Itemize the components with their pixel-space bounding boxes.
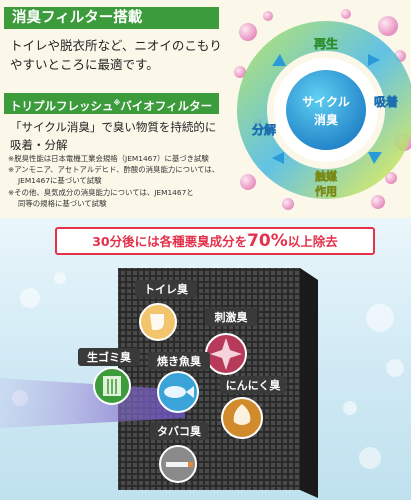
removal-headline: 30分後には各種悪臭成分を70%以上除去 xyxy=(55,227,375,255)
cycle-step-regen: 再生 xyxy=(314,36,338,51)
cycle-step-catalyst-1: 触媒 xyxy=(314,169,338,183)
filter-illustration: トイレ臭 刺激臭 生ゴミ臭 焼き魚臭 に xyxy=(0,268,404,498)
cycle-center-label-2: 消臭 xyxy=(314,112,338,127)
cycle-deodorizing-text: 「サイクル消臭」で臭い物質を持続的に 吸着・分解 xyxy=(10,118,225,154)
odor-label-box xyxy=(135,280,197,298)
cycle-step-decompose: 分解 xyxy=(252,122,276,137)
deodorizing-filter-banner: 消臭フィルター搭載 xyxy=(4,7,219,29)
odor-garbage: 生ゴミ臭 xyxy=(78,348,140,405)
footnote-1: ※脱臭性能は日本電機工業会規格（JEM1467）に基づき試験 xyxy=(8,154,209,163)
odor-airflow-beam xyxy=(0,378,185,428)
cycle-ring xyxy=(237,21,411,199)
odor-label-garbage: 生ゴミ臭 xyxy=(87,350,131,364)
feature-line-2: 吸着・分解 xyxy=(10,138,68,152)
cycle-arrows xyxy=(272,54,382,164)
filter-panel-side xyxy=(300,268,318,498)
odor-irritant: 刺激臭 xyxy=(205,308,257,375)
background-bubbles xyxy=(12,272,404,469)
cycle-deodorizing-diagram: サイクル 消臭 再生 吸着 触媒 作用 分解 xyxy=(234,9,411,210)
footnotes: ※脱臭性能は日本電機工業会規格（JEM1467）に基づき試験 ※アンモニア、アセ… xyxy=(8,153,230,209)
footnote-2-cont: JEM1467に基づいて試験 xyxy=(18,176,102,186)
intro-text: トイレや脱衣所など、ニオイのこもり やすいところに最適です。 xyxy=(10,36,225,74)
footnote-3-cont: 同等の規格に基づいて試験 xyxy=(18,198,107,208)
intro-line-2: やすいところに最適です。 xyxy=(10,57,159,72)
cycle-step-catalyst-2: 作用 xyxy=(315,184,337,198)
odor-garlic: にんにく臭 xyxy=(220,376,286,439)
footnote-3: ※その他、臭気成分の消臭能力については、JEM1467と xyxy=(8,187,194,197)
odor-label-irritant: 刺激臭 xyxy=(214,310,248,324)
bio-filter-banner-mark: ※ xyxy=(113,99,121,107)
cycle-step-adsorb: 吸着 xyxy=(374,94,398,109)
footnote-2: ※アンモニア、アセトアルデヒド、酢酸の消臭能力については、 xyxy=(8,165,220,175)
bio-filter-banner-name: トリプルフレッシュ xyxy=(10,98,114,113)
intro-line-1: トイレや脱衣所など、ニオイのこもり xyxy=(10,38,222,53)
headline-pre: 30分後には各種悪臭成分を xyxy=(92,234,248,249)
cycle-center-icon xyxy=(286,70,366,150)
odor-toilet: トイレ臭 xyxy=(135,280,197,341)
odor-label-tobacco: タバコ臭 xyxy=(157,424,201,438)
feature-line-1: 「サイクル消臭」で臭い物質を持続的に xyxy=(10,120,217,134)
odor-label-fish: 焼き魚臭 xyxy=(157,354,201,368)
odor-label-toilet: トイレ臭 xyxy=(144,282,188,296)
cycle-center-label-1: サイクル xyxy=(302,95,349,109)
headline-percent: 70% xyxy=(247,231,288,251)
bio-filter-banner: トリプルフレッシュ※バイオフィルター xyxy=(4,93,219,114)
headline-post: 以上除去 xyxy=(287,234,338,249)
odor-fish: 焼き魚臭 xyxy=(148,352,210,413)
odor-label-garlic: にんにく臭 xyxy=(226,378,281,392)
odor-tobacco: タバコ臭 xyxy=(150,422,208,483)
bio-filter-banner-suffix: バイオフィルター xyxy=(120,98,213,113)
